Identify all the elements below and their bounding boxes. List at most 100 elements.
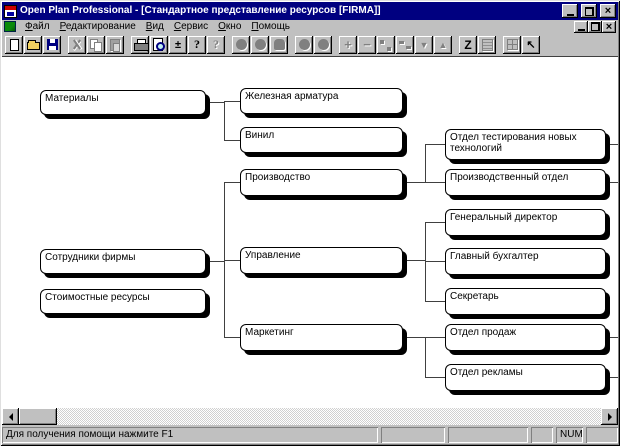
scroll-right-button[interactable] <box>601 408 618 425</box>
link-button[interactable] <box>377 35 395 54</box>
resource-node-vinyl[interactable]: Винил <box>240 127 403 153</box>
move-down-icon: ▼ <box>419 39 429 50</box>
toolbar: ± ? ? + − ▼ ▲ Z ↖ <box>2 33 618 57</box>
statusbar: Для получения помощи нажмите F1 NUM <box>2 425 618 444</box>
print-icon <box>133 38 149 51</box>
menu-tools[interactable]: Сервис <box>173 20 209 32</box>
resource-node-production[interactable]: Производство <box>240 169 403 196</box>
grid-view-icon <box>506 39 518 50</box>
window-title: Open Plan Professional - [Стандартное пр… <box>20 5 381 16</box>
resource-node-sales[interactable]: Отдел продаж <box>445 324 606 351</box>
print-button[interactable] <box>131 35 149 54</box>
status-panel <box>531 427 553 443</box>
menu-view[interactable]: Вид <box>145 20 164 32</box>
scroll-left-button[interactable] <box>2 408 19 425</box>
move-up-button[interactable]: ▲ <box>434 35 452 54</box>
child-window-icon[interactable] <box>4 21 16 32</box>
app-icon[interactable] <box>4 4 17 18</box>
menu-help[interactable]: Помощь <box>251 20 291 32</box>
child-minimize-button[interactable] <box>574 20 588 33</box>
titlebar: Open Plan Professional - [Стандартное пр… <box>2 2 618 20</box>
link-activities-icon <box>380 39 392 51</box>
remove-button[interactable]: − <box>358 35 376 54</box>
status-panel <box>448 427 528 443</box>
zoom-fit-button[interactable]: ↖ <box>522 35 540 54</box>
connector-line <box>425 222 445 223</box>
notes-button[interactable] <box>478 35 496 54</box>
connector-line <box>606 377 618 378</box>
resource-chart-canvas[interactable]: Материалы Сотрудники фирмы Стоимостные р… <box>2 57 618 408</box>
child-close-button[interactable]: × <box>602 20 616 33</box>
toolbar-separator <box>125 44 130 45</box>
resource-node-materials[interactable]: Материалы <box>40 90 206 115</box>
help-button[interactable]: ? <box>188 35 206 54</box>
connector-line <box>425 377 445 378</box>
minimize-icon <box>566 13 574 16</box>
connector-line <box>224 182 240 183</box>
minimize-icon <box>577 29 585 31</box>
connector-line <box>425 337 426 378</box>
print-preview-button[interactable] <box>150 35 168 54</box>
connector-line <box>425 222 426 302</box>
connector-line <box>206 102 224 103</box>
new-document-button[interactable] <box>5 35 23 54</box>
close-button[interactable]: × <box>600 4 616 18</box>
resource-node-cost[interactable]: Стоимостные ресурсы <box>40 289 206 314</box>
sort-button[interactable]: Z <box>459 35 477 54</box>
move-down-button[interactable]: ▼ <box>415 35 433 54</box>
connector-line <box>606 337 618 338</box>
resource-node-advertising[interactable]: Отдел рекламы <box>445 364 606 391</box>
status-message: Для получения помощи нажмите F1 <box>2 427 378 443</box>
activity-shape-button-1[interactable] <box>232 35 250 54</box>
open-folder-icon <box>26 40 40 50</box>
open-button[interactable] <box>24 35 42 54</box>
baseline-button[interactable]: ± <box>169 35 187 54</box>
resource-shape-button-2[interactable] <box>314 35 332 54</box>
child-restore-button[interactable] <box>588 20 602 33</box>
num-lock-indicator: NUM <box>556 427 583 443</box>
save-button[interactable] <box>43 35 61 54</box>
menubar: Файл Редактирование Вид Сервис Окно Помо… <box>2 20 618 33</box>
copy-button[interactable] <box>87 35 105 54</box>
menu-window[interactable]: Окно <box>218 20 242 32</box>
grid-view-button[interactable] <box>503 35 521 54</box>
activity-shape-button-2[interactable] <box>251 35 269 54</box>
activity-shape-button-3[interactable] <box>270 35 288 54</box>
context-help-button[interactable]: ? <box>207 35 225 54</box>
resource-node-employees[interactable]: Сотрудники фирмы <box>40 249 206 274</box>
add-button[interactable]: + <box>339 35 357 54</box>
resource-node-iron[interactable]: Железная арматура <box>240 88 403 114</box>
resource-node-secretary[interactable]: Секретарь <box>445 288 606 315</box>
cut-button[interactable] <box>68 35 86 54</box>
context-help-icon: ? <box>213 37 219 51</box>
resource-node-accountant[interactable]: Главный бухгалтер <box>445 248 606 275</box>
resource-node-testing[interactable]: Отдел тестирования новых технологий <box>445 129 606 160</box>
menu-file[interactable]: Файл <box>25 20 50 32</box>
scrollbar-thumb[interactable] <box>19 408 57 425</box>
reorganize-button[interactable] <box>396 35 414 54</box>
resource-shape-button-1[interactable] <box>295 35 313 54</box>
connector-line <box>206 261 224 262</box>
toolbar-separator <box>497 44 502 45</box>
resource-node-director[interactable]: Генеральный директор <box>445 209 606 236</box>
activity-shape-circle-icon <box>235 39 247 50</box>
help-icon: ? <box>194 37 200 51</box>
status-panel <box>381 427 445 443</box>
menu-edit[interactable]: Редактирование <box>59 20 136 32</box>
horizontal-scrollbar[interactable] <box>2 408 618 425</box>
connector-line <box>224 140 240 141</box>
baseline-edit-icon: ± <box>174 38 182 51</box>
resource-node-marketing[interactable]: Маркетинг <box>240 324 403 351</box>
connector-line <box>425 144 445 145</box>
resource-node-prod-dept[interactable]: Производственный отдел <box>445 169 606 196</box>
copy-icon <box>90 38 102 52</box>
connector-line <box>224 337 240 338</box>
resource-shape-circle-icon <box>298 39 310 50</box>
restore-button[interactable] <box>581 4 597 18</box>
resource-node-management[interactable]: Управление <box>240 247 403 274</box>
activity-shape-rounded-icon <box>273 39 285 50</box>
add-icon: + <box>344 36 352 52</box>
paste-button[interactable] <box>106 35 124 54</box>
print-preview-icon <box>153 38 165 51</box>
minimize-button[interactable] <box>562 4 578 18</box>
